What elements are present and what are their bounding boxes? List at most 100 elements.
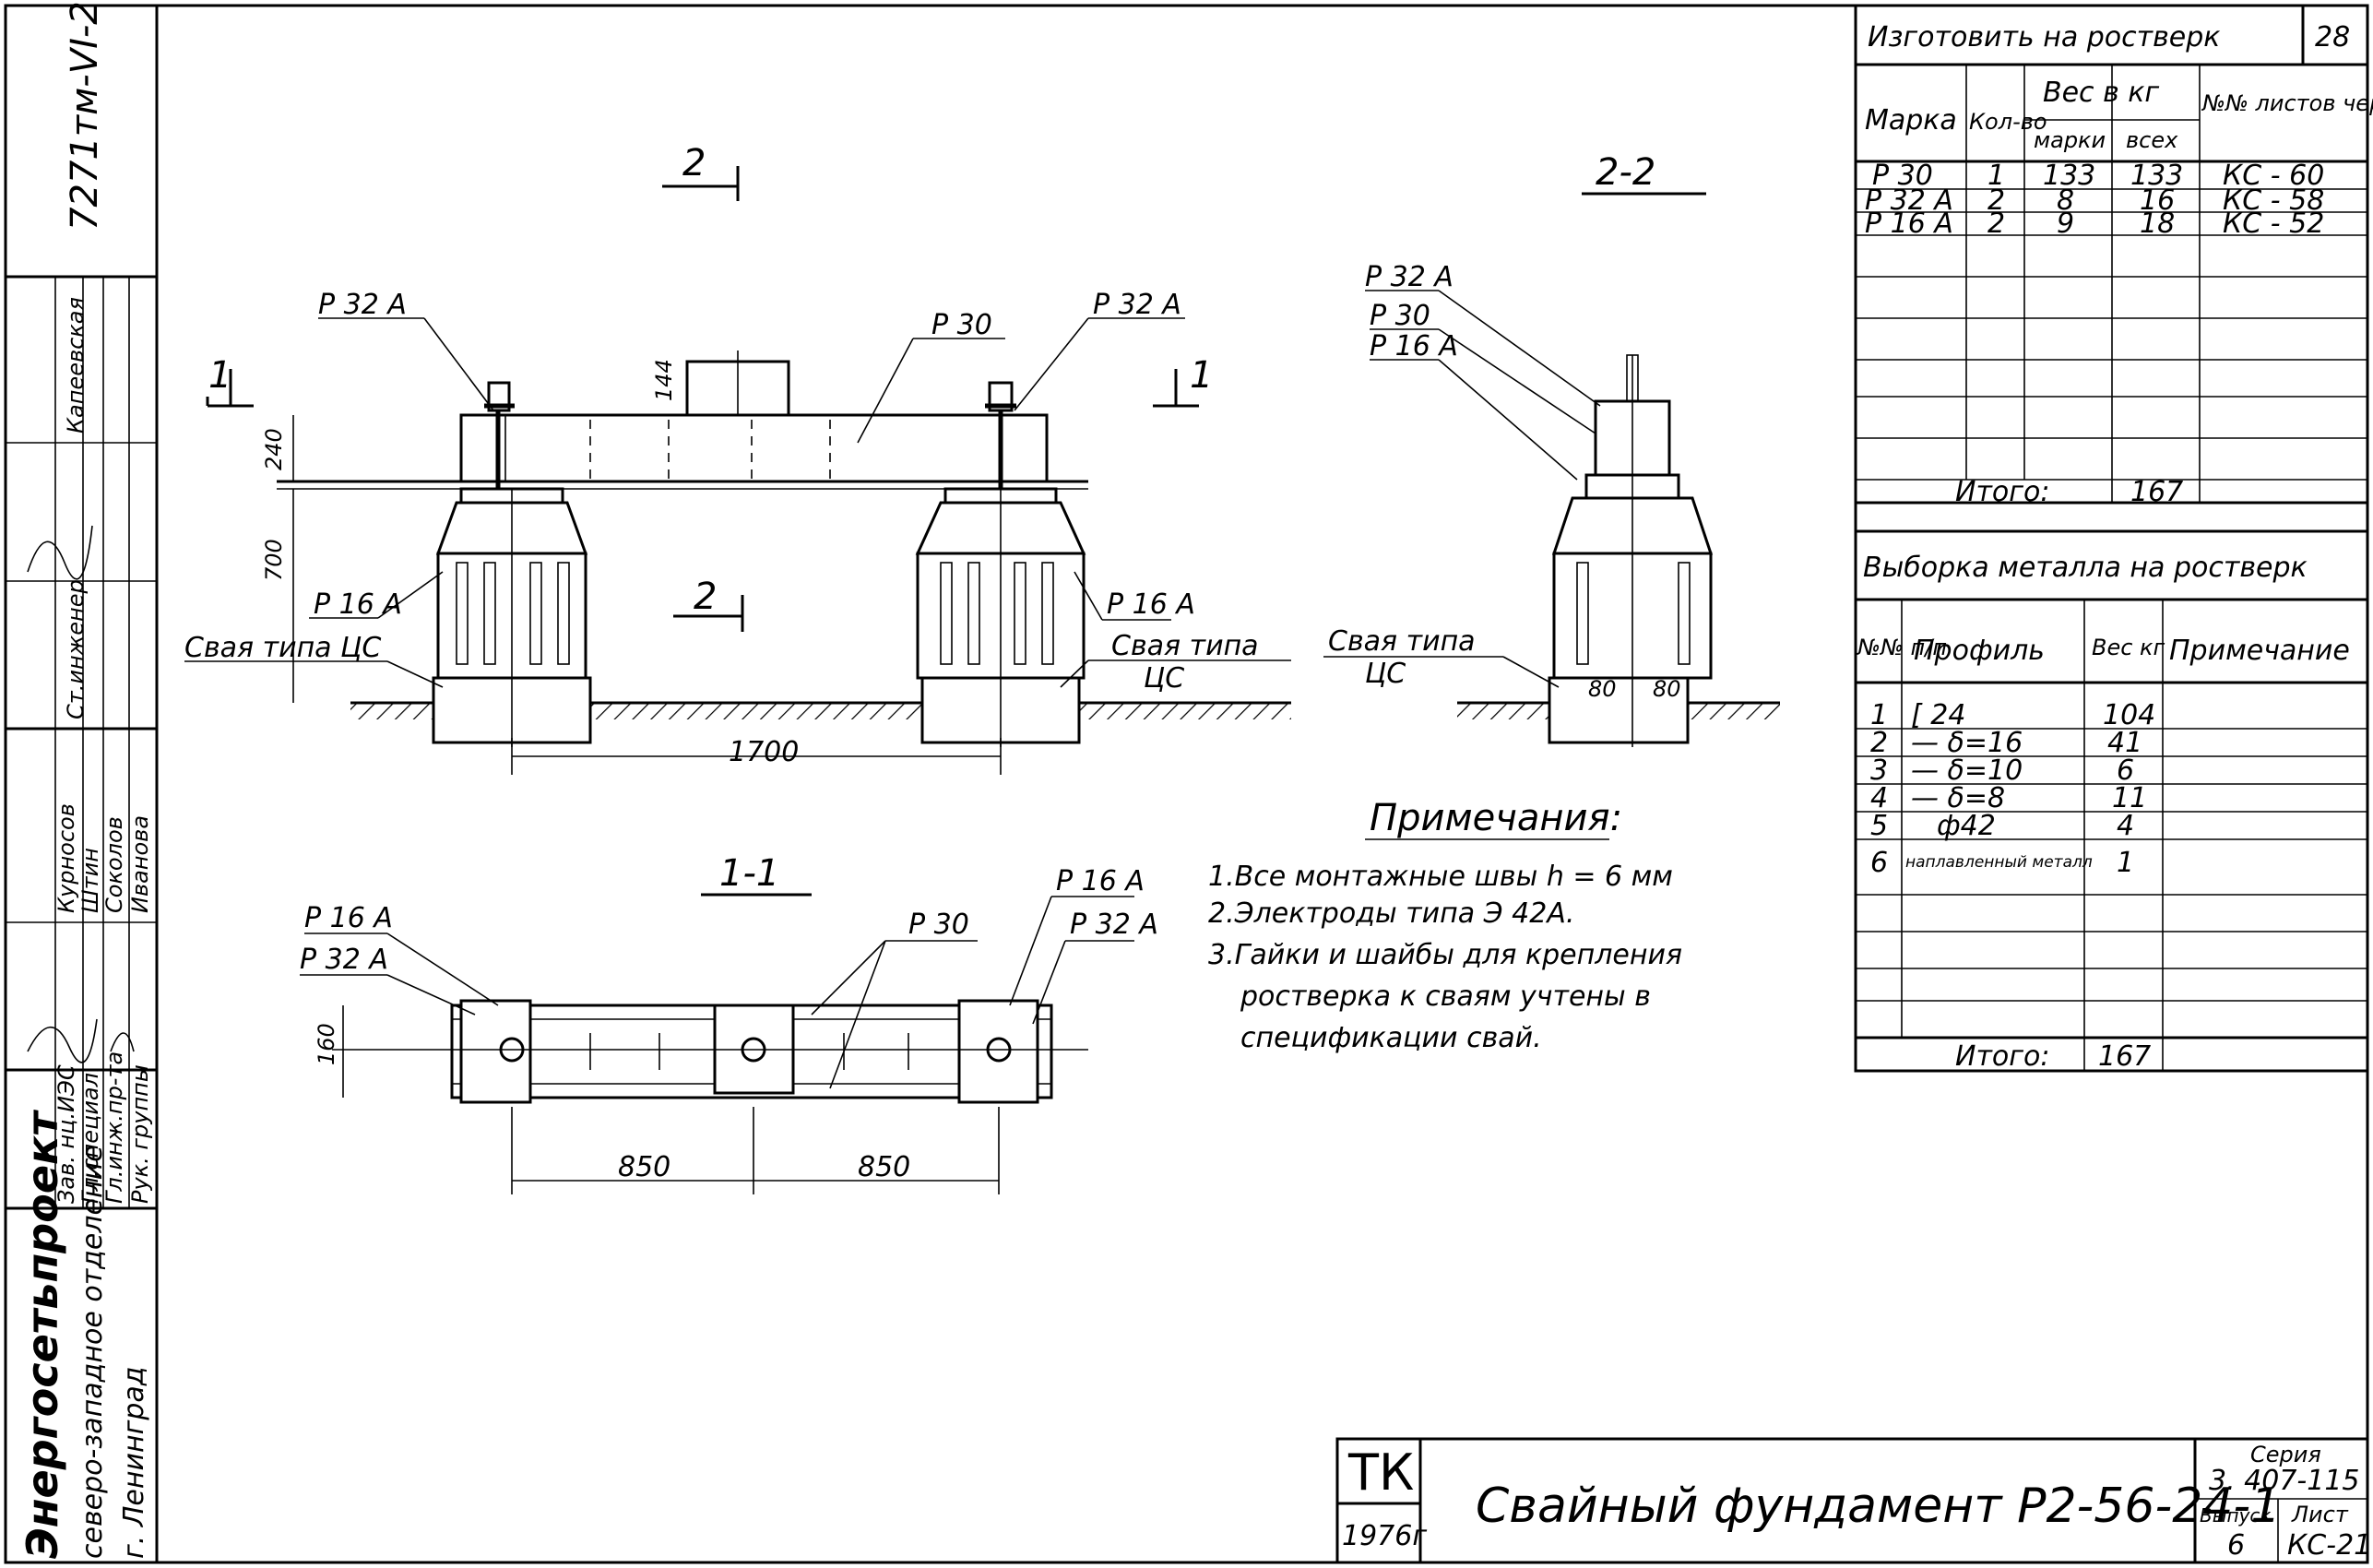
notes-title: Примечания: [1370, 797, 1622, 839]
t1-r2-wall: 16 [2140, 184, 2175, 217]
t2-r4-profile: — δ=8 [1911, 782, 2005, 814]
label-11-p16a-left: Р 16 А [304, 902, 393, 934]
t2-total-value: 167 [2098, 1040, 2151, 1073]
t2-r1-profile: [ 24 [1911, 699, 1965, 731]
section-11-title: 1-1 [719, 852, 779, 895]
label-p30: Р 30 [931, 309, 992, 341]
t2-col-weight: Вес кг [2092, 635, 2165, 660]
t1-total-label: Итого: [1955, 476, 2050, 508]
t2-r2-w: 41 [2107, 727, 2142, 759]
label-pile-left: Свая типа ЦС [184, 632, 381, 664]
t1-col-mark: Марка [1865, 104, 1957, 137]
label-p16a-left: Р 16 А [314, 588, 402, 621]
section-2-2: 2-2 Р 32 А Р 30 Р 16 А Свая типа ЦС 80 8… [1323, 151, 1780, 747]
t1-r3-w1: 9 [2057, 208, 2074, 240]
t2-r1-w: 104 [2103, 699, 2155, 731]
dim-850-right: 850 [858, 1151, 910, 1183]
t2-r6-profile: наплавленный металл [1905, 853, 2093, 872]
t2-r5-w: 4 [2117, 810, 2134, 842]
dim-700: 700 [261, 539, 287, 581]
section-1-1: 1-1 Р 16 А Р 32 А Р 30 Р 16 А Р 32 А 160 [300, 852, 1158, 1194]
t1-r3-mark: Р 16 А [1865, 208, 1953, 240]
role-1: Зав. нц.ИЭС [53, 1064, 79, 1204]
tb-series-label: Серия [2250, 1442, 2321, 1467]
t2-r6-no: 6 [1870, 847, 1888, 879]
dim-160: 160 [314, 1023, 339, 1065]
t1-r2-mark: Р 32 А [1865, 184, 1953, 217]
note-5: спецификации свай. [1240, 1022, 1542, 1054]
t2-r4-no: 4 [1870, 782, 1888, 814]
t2-r2-no: 2 [1870, 727, 1888, 759]
upper-name: Капеевская [63, 297, 89, 434]
drawing-code: 7271тм-VI-28 [64, 0, 106, 231]
name-4: Иванова [127, 815, 153, 913]
t2-r4-w: 11 [2112, 782, 2147, 814]
note-2: 2.Электроды типа Э 42А. [1208, 897, 1574, 930]
label-pile-right-2: ЦС [1144, 662, 1184, 695]
t2-r5-profile: ф42 [1937, 810, 1996, 842]
label-11-p32a-left: Р 32 А [300, 944, 388, 976]
t1-r2-sheet: КС - 58 [2223, 184, 2324, 217]
label-pile-right-1: Свая типа [1111, 630, 1259, 662]
t1-title: Изготовить на ростверк [1868, 21, 2220, 53]
right-pile [915, 487, 1086, 747]
label-p32a-left: Р 32 А [318, 289, 407, 321]
t1-r1-wall: 133 [2130, 160, 2183, 192]
signatures [27, 525, 135, 1063]
tb-issue-label: Выпуск [2200, 1504, 2272, 1526]
tb-sheet-label: Лист [2291, 1502, 2349, 1527]
label-22-p16a: Р 16 А [1370, 330, 1458, 362]
t2-total-label: Итого: [1955, 1040, 2050, 1073]
label-p16a-right: Р 16 А [1107, 588, 1195, 621]
dim-240: 240 [261, 428, 287, 470]
note-1: 1.Все монтажные швы h = 6 мм [1208, 861, 1673, 893]
t1-r3-wall: 18 [2140, 208, 2175, 240]
cut-mark-right: 1 [1190, 354, 1213, 397]
tb-series-value: 3. 407-115 [2209, 1465, 2360, 1497]
dim-144: 144 [651, 359, 677, 401]
tb-tk: ТК [1347, 1443, 1414, 1502]
name-2: Штин [77, 848, 103, 913]
t1-col-weight-all: всех [2126, 127, 2178, 153]
t1-r1-w1: 133 [2043, 160, 2095, 192]
t1-col-sheets: №№ листов чертежей [2201, 90, 2373, 116]
dim-1700: 1700 [729, 736, 799, 768]
side-stamp: 7271тм-VI-28 Капеевская Ст.инженер Зав. … [6, 0, 157, 1559]
label-11-p32a-right: Р 32 А [1070, 909, 1158, 941]
t2-title: Выборка металла на ростверк [1863, 552, 2308, 584]
t1-r1-mark: Р 30 [1872, 160, 1933, 192]
label-11-p30: Р 30 [908, 909, 969, 941]
cut-mark-left: 1 [208, 354, 231, 397]
t2-r3-no: 3 [1870, 754, 1888, 787]
dim-80-left: 80 [1588, 676, 1617, 702]
label-22-pile-1: Свая типа [1328, 625, 1476, 658]
label-22-p30: Р 30 [1370, 300, 1430, 332]
org-name: Энергосетьпроект [18, 1110, 67, 1559]
tb-year: 1976г [1342, 1520, 1427, 1552]
label-11-p16a-right: Р 16 А [1056, 865, 1145, 897]
role-4: Рук. группы [127, 1064, 153, 1204]
t1-r1-sheet: КС - 60 [2223, 160, 2324, 192]
org-city: г. Ленинград [118, 1366, 150, 1559]
org-branch: северо-западное отделение [77, 1145, 109, 1559]
t2-r3-w: 6 [2117, 754, 2134, 787]
label-p32a-right: Р 32 А [1093, 289, 1181, 321]
note-4: ростверка к сваям учтены в [1240, 980, 1651, 1013]
name-1: Курносов [53, 803, 79, 913]
dim-850-left: 850 [618, 1151, 670, 1183]
t1-col-weight-one: марки [2034, 127, 2106, 153]
t1-r2-qty: 2 [1987, 184, 2005, 217]
title-block: ТК 1976г Свайный фундамент Р2-56-24-1 Се… [1335, 1437, 2371, 1564]
t1-total-value: 167 [2130, 476, 2183, 508]
t2-col-note: Примечание [2169, 635, 2350, 667]
t1-r1-qty: 1 [1987, 160, 2005, 192]
cut-mark-2-lower: 2 [694, 576, 717, 618]
t1-sheet-no: 28 [2315, 21, 2350, 53]
left-pile [432, 487, 592, 747]
label-22-p32a: Р 32 А [1365, 261, 1453, 293]
t1-r2-w1: 8 [2057, 184, 2074, 217]
section-22-title: 2-2 [1596, 151, 1655, 194]
t2-r2-profile: — δ=16 [1911, 727, 2023, 759]
name-3: Соколов [101, 816, 127, 913]
t2-col-profile: Профиль [1914, 635, 2045, 667]
